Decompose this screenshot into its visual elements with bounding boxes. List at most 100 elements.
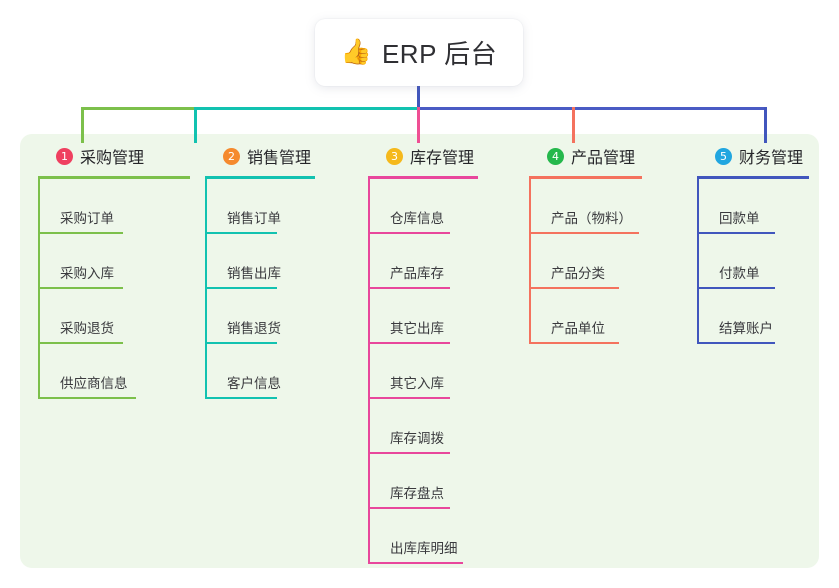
- item-underline: [205, 287, 277, 289]
- item-label: 产品库存: [390, 266, 444, 281]
- branch-number-badge-icon: 3: [386, 147, 403, 165]
- branch-item-list: 产品（物料） 产品分类产品单位: [529, 179, 642, 344]
- branch-item[interactable]: 出库库明细: [368, 509, 478, 564]
- branch-item[interactable]: 采购入库: [38, 234, 190, 289]
- item-underline: [38, 397, 136, 399]
- branch-header-underline: [205, 176, 315, 179]
- trunk-segment-teal: [195, 107, 418, 110]
- branch-item[interactable]: 销售退货: [205, 289, 315, 344]
- thumbs-up-icon: 👍: [340, 38, 372, 66]
- branch-column-2: 2 销售管理销售订单销售出库销售退货客户信息: [205, 143, 315, 399]
- item-spine-line: [38, 344, 40, 399]
- item-label: 销售出库: [227, 266, 281, 281]
- item-spine-line: [205, 289, 207, 344]
- item-spine-line: [529, 179, 531, 234]
- item-underline: [697, 287, 775, 289]
- branch-item[interactable]: 供应商信息: [38, 344, 190, 399]
- item-spine-line: [697, 179, 699, 234]
- root-stem-line: [417, 84, 420, 110]
- item-underline: [368, 452, 450, 454]
- item-label: 付款单: [719, 266, 760, 281]
- branch-header-3[interactable]: 3 库存管理: [368, 143, 478, 169]
- item-label: 采购退货: [60, 321, 114, 336]
- item-label: 供应商信息: [60, 376, 128, 391]
- item-label: 产品单位: [551, 321, 605, 336]
- item-label: 采购订单: [60, 211, 114, 226]
- item-underline: [368, 287, 450, 289]
- item-label: 产品分类: [551, 266, 605, 281]
- branch-title: 库存管理: [410, 150, 475, 167]
- item-label: 结算账户: [719, 321, 773, 336]
- branch-item[interactable]: 结算账户: [697, 289, 809, 344]
- item-label: 回款单: [719, 211, 760, 226]
- item-underline: [368, 232, 450, 234]
- branch-item-list: 销售订单销售出库销售退货客户信息: [205, 179, 315, 399]
- item-underline: [38, 232, 123, 234]
- branches-panel: [20, 134, 819, 568]
- branch-number-badge-icon: 1: [56, 147, 73, 165]
- root-node-card[interactable]: 👍 ERP 后台: [315, 19, 523, 86]
- branch-item[interactable]: 库存调拨: [368, 399, 478, 454]
- item-label: 销售订单: [227, 211, 281, 226]
- item-label: 客户信息: [227, 376, 281, 391]
- trunk-segment-blue: [417, 107, 767, 110]
- item-underline: [697, 342, 775, 344]
- branch-header-underline: [697, 176, 809, 179]
- item-label: 仓库信息: [390, 211, 444, 226]
- branch-item[interactable]: 客户信息: [205, 344, 315, 399]
- branch-item[interactable]: 销售出库: [205, 234, 315, 289]
- branch-column-3: 3 库存管理仓库信息产品库存其它出库其它入库库存调拨库存盘点出库库明细: [368, 143, 478, 564]
- item-underline: [368, 397, 450, 399]
- branch-header-underline: [529, 176, 642, 179]
- item-underline: [38, 342, 123, 344]
- item-spine-line: [529, 234, 531, 289]
- item-underline: [368, 342, 450, 344]
- branch-header-2[interactable]: 2 销售管理: [205, 143, 315, 169]
- branch-item[interactable]: 产品（物料）: [529, 179, 642, 234]
- item-label: 采购入库: [60, 266, 114, 281]
- branch-item[interactable]: 库存盘点: [368, 454, 478, 509]
- item-spine-line: [38, 179, 40, 234]
- branch-number-badge-icon: 2: [223, 147, 240, 165]
- branch-item[interactable]: 采购订单: [38, 179, 190, 234]
- branch-title: 销售管理: [247, 150, 312, 167]
- item-label: 产品（物料）: [551, 211, 632, 226]
- item-spine-line: [205, 179, 207, 234]
- item-spine-line: [368, 344, 370, 399]
- item-underline: [529, 342, 619, 344]
- item-spine-line: [368, 509, 370, 564]
- item-underline: [205, 397, 277, 399]
- item-spine-line: [529, 289, 531, 344]
- branch-stub-3: [417, 107, 420, 143]
- branch-item[interactable]: 产品分类: [529, 234, 642, 289]
- branch-item[interactable]: 其它入库: [368, 344, 478, 399]
- branch-item[interactable]: 付款单: [697, 234, 809, 289]
- branch-item-list: 仓库信息产品库存其它出库其它入库库存调拨库存盘点出库库明细: [368, 179, 478, 564]
- item-label: 出库库明细: [390, 541, 458, 556]
- branch-item[interactable]: 产品库存: [368, 234, 478, 289]
- branch-item-list: 采购订单采购入库采购退货供应商信息: [38, 179, 190, 399]
- item-label: 其它出库: [390, 321, 444, 336]
- trunk-segment-green: [81, 107, 196, 110]
- branch-stub-5: [764, 107, 767, 143]
- item-underline: [697, 232, 775, 234]
- branch-item[interactable]: 采购退货: [38, 289, 190, 344]
- branch-item[interactable]: 仓库信息: [368, 179, 478, 234]
- branch-item[interactable]: 产品单位: [529, 289, 642, 344]
- branch-number-badge-icon: 4: [547, 147, 564, 165]
- branch-item[interactable]: 销售订单: [205, 179, 315, 234]
- branch-header-underline: [368, 176, 478, 179]
- item-underline: [368, 562, 463, 564]
- branch-item[interactable]: 其它出库: [368, 289, 478, 344]
- branch-stub-4: [572, 107, 575, 143]
- item-spine-line: [368, 179, 370, 234]
- root-node-title: ERP 后台: [381, 39, 498, 69]
- branch-stub-1: [81, 107, 84, 143]
- branch-item[interactable]: 回款单: [697, 179, 809, 234]
